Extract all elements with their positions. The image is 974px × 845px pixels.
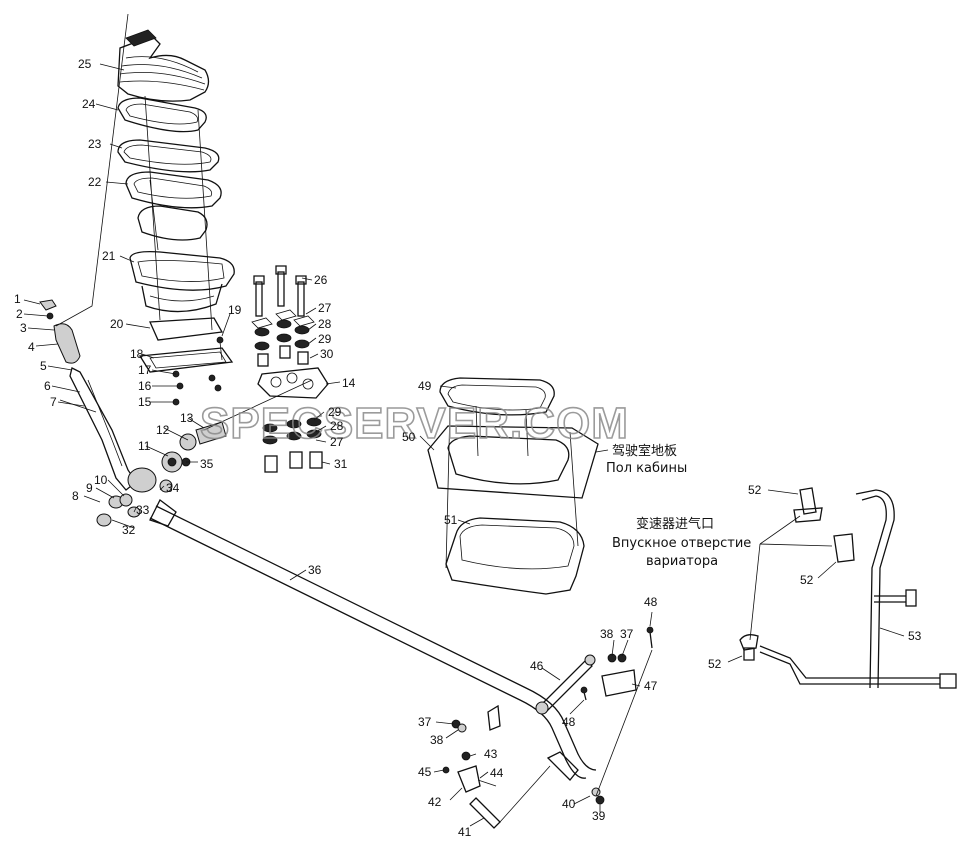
callout-5: 5 bbox=[40, 359, 47, 373]
callout-44: 44 bbox=[490, 766, 504, 780]
callout-14: 14 bbox=[342, 376, 356, 390]
callout-52c: 52 bbox=[708, 657, 722, 671]
callout-6: 6 bbox=[44, 379, 51, 393]
callout-20: 20 bbox=[110, 317, 124, 331]
caption-intake-ru-2: вариатора bbox=[646, 554, 718, 569]
caption-intake-cn: 变速器进气口 bbox=[636, 516, 714, 532]
gear-lever bbox=[39, 13, 137, 491]
shift-linkage bbox=[442, 626, 654, 829]
watermark: SPECSERVER.COM bbox=[200, 399, 629, 448]
small-fasteners bbox=[172, 336, 224, 406]
callout-21: 21 bbox=[102, 249, 116, 263]
callout-51: 51 bbox=[444, 513, 458, 527]
callout-17: 17 bbox=[138, 363, 152, 377]
callout-42: 42 bbox=[428, 795, 442, 809]
callout-35: 35 bbox=[200, 457, 214, 471]
callout-13: 13 bbox=[180, 411, 194, 425]
mount-bolt-stacks bbox=[251, 265, 329, 473]
callout-38a: 38 bbox=[430, 733, 444, 747]
callout-31: 31 bbox=[334, 457, 348, 471]
callout-12: 12 bbox=[156, 423, 170, 437]
caption-cab-floor-ru: Пол кабины bbox=[606, 461, 687, 476]
callout-numbers: 1 2 3 4 5 6 7 8 9 10 11 12 13 14 15 16 1… bbox=[14, 57, 922, 839]
callout-28b: 28 bbox=[330, 419, 344, 433]
callout-29a: 29 bbox=[318, 332, 332, 346]
callout-32: 32 bbox=[122, 523, 136, 537]
callout-10: 10 bbox=[94, 473, 108, 487]
callout-45: 45 bbox=[418, 765, 432, 779]
callout-52a: 52 bbox=[748, 483, 762, 497]
callout-15: 15 bbox=[138, 395, 152, 409]
callout-11: 11 bbox=[138, 439, 151, 453]
callout-41: 41 bbox=[458, 825, 472, 839]
callout-40: 40 bbox=[562, 797, 576, 811]
callout-19: 19 bbox=[228, 303, 242, 317]
leader-lines bbox=[23, 63, 905, 827]
callout-49: 49 bbox=[418, 379, 432, 393]
air-hoses bbox=[739, 487, 957, 689]
caption-intake-ru-1: Впускное отверстие bbox=[612, 536, 751, 551]
callout-25: 25 bbox=[78, 57, 92, 71]
cross-shaft bbox=[149, 499, 597, 781]
callout-1: 1 bbox=[14, 292, 21, 306]
callout-27a: 27 bbox=[318, 301, 332, 315]
callout-37a: 37 bbox=[418, 715, 432, 729]
callout-8: 8 bbox=[72, 489, 79, 503]
callout-3: 3 bbox=[20, 321, 27, 335]
callout-9: 9 bbox=[86, 481, 93, 495]
callout-27b: 27 bbox=[330, 435, 344, 449]
callout-28a: 28 bbox=[318, 317, 332, 331]
callout-23: 23 bbox=[88, 137, 102, 151]
callout-48a: 48 bbox=[644, 595, 658, 609]
callout-39: 39 bbox=[592, 809, 606, 823]
callout-50: 50 bbox=[402, 430, 416, 444]
callout-22: 22 bbox=[88, 175, 102, 189]
callout-53: 53 bbox=[908, 629, 922, 643]
callout-52b: 52 bbox=[800, 573, 814, 587]
callout-18: 18 bbox=[130, 347, 144, 361]
callout-2: 2 bbox=[16, 307, 23, 321]
callout-16: 16 bbox=[138, 379, 152, 393]
callout-30: 30 bbox=[320, 347, 334, 361]
callout-34: 34 bbox=[166, 481, 180, 495]
callout-33: 33 bbox=[136, 503, 150, 517]
callout-48b: 48 bbox=[562, 715, 576, 729]
boot-stack bbox=[117, 29, 235, 373]
callout-26: 26 bbox=[314, 273, 328, 287]
callout-24: 24 bbox=[82, 97, 96, 111]
callout-47: 47 bbox=[644, 679, 658, 693]
callout-38b: 38 bbox=[600, 627, 614, 641]
callout-46: 46 bbox=[530, 659, 544, 673]
callout-37b: 37 bbox=[620, 627, 634, 641]
callout-29b: 29 bbox=[328, 405, 342, 419]
caption-leader bbox=[595, 449, 609, 453]
callout-43: 43 bbox=[484, 747, 498, 761]
caption-cab-floor-cn: 驾驶室地板 bbox=[612, 443, 677, 459]
callout-4: 4 bbox=[28, 340, 35, 354]
callout-36: 36 bbox=[308, 563, 322, 577]
callout-7: 7 bbox=[50, 395, 57, 409]
